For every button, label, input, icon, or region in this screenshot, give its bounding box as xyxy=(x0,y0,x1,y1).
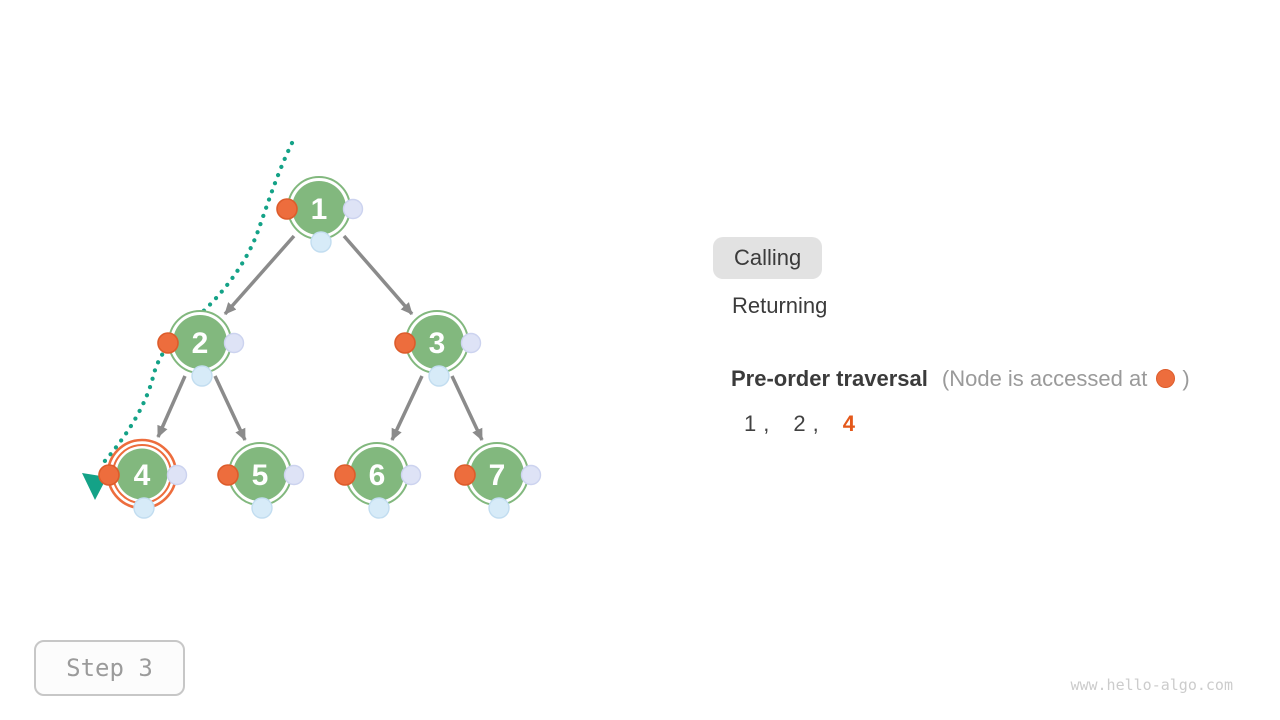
pending-dot xyxy=(488,497,510,519)
returning-dot xyxy=(223,332,245,354)
node-label: 2 xyxy=(192,327,209,360)
calling-dot xyxy=(454,464,476,486)
returning-dot xyxy=(342,198,364,220)
sequence-item: 2 xyxy=(793,411,806,436)
legend-chip-returning[interactable]: Returning xyxy=(732,293,828,318)
traversal-note-suffix: ) xyxy=(1182,366,1190,391)
edge-3-7 xyxy=(450,375,484,441)
node-label: 5 xyxy=(252,459,269,492)
pending-dot xyxy=(133,497,155,519)
traversal-note: (Node is accessed at) xyxy=(942,366,1190,391)
sequence-item: 1 xyxy=(744,411,757,436)
edge-2-4 xyxy=(156,375,187,438)
node-circle xyxy=(116,448,168,500)
tree-node-3: 3 xyxy=(394,310,482,387)
calling-dot xyxy=(217,464,239,486)
traversal-title: Pre-order traversal xyxy=(731,366,928,391)
tree-node-4-current: 4 xyxy=(98,438,188,519)
traversal-path xyxy=(101,140,295,465)
edge-1-3 xyxy=(342,234,414,316)
traversal-note-prefix: (Node is accessed at xyxy=(941,366,1148,391)
node-circle xyxy=(470,447,524,501)
access-marker-dot-icon xyxy=(1156,369,1176,388)
edge-2-5 xyxy=(213,375,247,441)
sequence-item-current: 4 xyxy=(842,411,855,436)
sequence-comma: , xyxy=(812,411,819,436)
pending-dot xyxy=(368,497,390,519)
tree-node-2: 2 xyxy=(157,310,245,387)
returning-dot xyxy=(283,464,305,486)
traversal-sequence: 1,2,4 xyxy=(744,411,855,437)
tree-edges xyxy=(156,234,484,441)
node-label: 3 xyxy=(429,327,446,360)
sequence-comma: , xyxy=(763,411,770,436)
pending-dot xyxy=(251,497,273,519)
tree-node-7: 7 xyxy=(454,442,542,519)
returning-dot xyxy=(520,464,542,486)
step-indicator[interactable]: Step 3 xyxy=(34,640,185,696)
pending-dot xyxy=(428,365,450,387)
traversal-heading: Pre-order traversal (Node is accessed at) xyxy=(731,366,1190,392)
calling-dot xyxy=(334,464,356,486)
node-label: 6 xyxy=(369,459,386,492)
tree-node-5: 5 xyxy=(217,442,305,519)
calling-dot xyxy=(98,464,120,486)
edge-1-2 xyxy=(223,234,296,316)
edge-3-6 xyxy=(390,375,424,441)
node-label: 4 xyxy=(134,459,151,492)
legend-chip-calling[interactable]: Calling xyxy=(713,237,823,279)
node-circle xyxy=(410,315,464,369)
returning-dot xyxy=(166,464,188,486)
returning-dot xyxy=(460,332,482,354)
calling-dot xyxy=(276,198,298,220)
tree-node-6: 6 xyxy=(334,442,422,519)
node-circle xyxy=(233,447,287,501)
node-circle xyxy=(173,315,227,369)
binary-tree-diagram: 1 2 3 4 xyxy=(82,140,542,519)
calling-dot xyxy=(157,332,179,354)
tree-node-1: 1 xyxy=(276,176,364,253)
calling-dot xyxy=(394,332,416,354)
returning-dot xyxy=(400,464,422,486)
node-label: 7 xyxy=(489,459,506,492)
site-watermark: www.hello-algo.com xyxy=(1070,676,1233,694)
pending-dot xyxy=(191,365,213,387)
node-circle xyxy=(350,447,404,501)
node-circle xyxy=(292,181,346,235)
node-label: 1 xyxy=(311,193,328,226)
pending-dot xyxy=(310,231,332,253)
